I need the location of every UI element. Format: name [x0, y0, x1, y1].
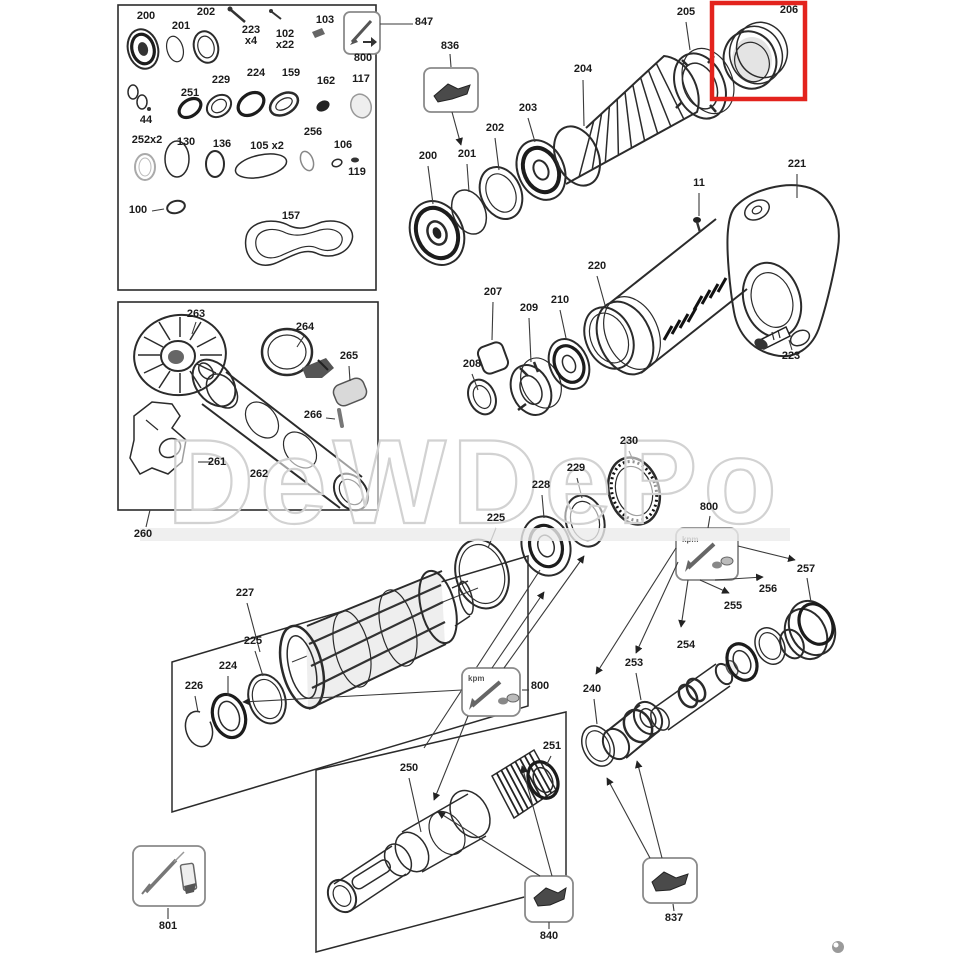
leader-lines — [145, 21, 812, 833]
part-262-shaft — [191, 358, 370, 512]
bracket-icon — [651, 871, 689, 892]
part-206-rings — [722, 21, 789, 90]
part-221-housing — [726, 184, 840, 358]
part-254-striker — [650, 659, 739, 731]
part-205-collar — [673, 47, 735, 120]
svg-text:DeWDePo: DeWDePo — [167, 415, 782, 549]
part-253-piston — [601, 700, 664, 761]
kpm-label: kpm — [468, 674, 484, 683]
kit-box-836 — [423, 53, 479, 146]
part-266-pin — [337, 408, 344, 428]
part-207-block — [476, 341, 510, 375]
part-103-key — [312, 28, 325, 38]
grease-kit-box-top — [343, 11, 413, 55]
grease-icon — [469, 680, 520, 710]
kit-box-837 — [606, 760, 698, 912]
armature-box — [117, 301, 379, 512]
bracket-icon — [533, 886, 567, 907]
part-210-bearing — [547, 338, 591, 390]
part-264-clamp — [260, 327, 334, 378]
copyright-dot — [832, 941, 844, 953]
part-257-cap — [779, 599, 837, 661]
part-209-clutch — [509, 357, 562, 416]
watermark: DeWDePo — [140, 414, 790, 550]
striker-train — [581, 599, 837, 767]
part-230-ring-gear — [606, 456, 662, 526]
part-261-bracket — [129, 401, 187, 475]
part-251-ring — [526, 760, 560, 800]
grease-icon — [350, 19, 377, 47]
highlight-box-206 — [709, 0, 808, 102]
motor-housing — [595, 184, 840, 376]
part-204-bellows — [553, 54, 700, 187]
vent-slots — [662, 277, 728, 341]
grease-icon — [685, 542, 734, 572]
grease-kit-box-mid: kpm — [242, 555, 585, 801]
hammer-train — [467, 306, 635, 416]
seal-kit-box — [117, 4, 377, 291]
bracket-icon — [433, 83, 471, 103]
applicator-icon — [141, 851, 198, 895]
part-265-sleeve — [332, 377, 368, 407]
part-223-bolt — [754, 325, 791, 351]
part-250-spindle — [326, 748, 557, 914]
upper-assembly — [408, 47, 735, 266]
part-263-fan — [133, 313, 227, 397]
kit-box-840 — [437, 765, 574, 929]
kit-box-801 — [132, 845, 206, 919]
part-157-gasket — [244, 220, 354, 266]
part-11-screw — [693, 217, 702, 233]
part-field-cage — [278, 569, 474, 710]
